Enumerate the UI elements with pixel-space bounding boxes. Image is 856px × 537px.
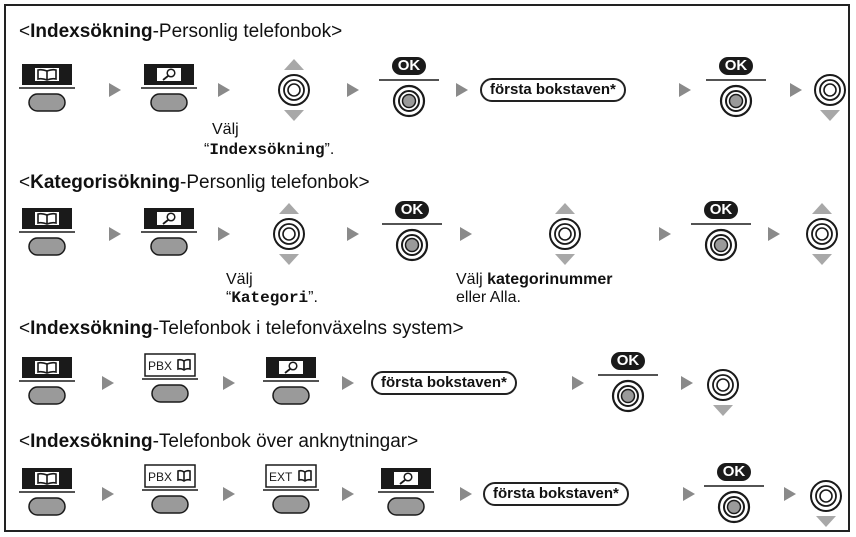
arrow-right-icon bbox=[784, 487, 796, 501]
pbx-phonebook-key-icon[interactable] bbox=[141, 352, 199, 410]
arrow-right-icon bbox=[572, 376, 584, 390]
section-heading-index-extensions: <Indexsökning-Telefonbok över anknytning… bbox=[19, 431, 419, 452]
arrow-right-icon bbox=[681, 376, 693, 390]
first-letter-badge: första bokstaven* bbox=[371, 371, 517, 395]
phonebook-key-icon[interactable] bbox=[18, 465, 76, 523]
arrow-right-icon bbox=[460, 487, 472, 501]
navigator-down-icon[interactable] bbox=[706, 353, 740, 417]
navigator-updown-icon[interactable] bbox=[548, 202, 582, 266]
arrow-right-icon bbox=[768, 227, 780, 241]
instruction-indexsokning: “Indexsökning”. bbox=[204, 141, 335, 159]
arrow-right-icon bbox=[102, 376, 114, 390]
search-key-icon[interactable] bbox=[140, 61, 198, 119]
instruction-or-all: eller Alla. bbox=[456, 289, 521, 306]
search-key-icon[interactable] bbox=[262, 354, 320, 412]
first-letter-badge: första bokstaven* bbox=[480, 78, 626, 102]
first-letter-badge: första bokstaven* bbox=[483, 482, 629, 506]
ok-key-label: OK bbox=[709, 201, 733, 218]
ok-key-label: OK bbox=[397, 57, 421, 74]
arrow-right-icon bbox=[223, 376, 235, 390]
arrow-right-icon bbox=[790, 83, 802, 97]
navigator-updown-icon[interactable] bbox=[272, 202, 306, 266]
ok-key-label: OK bbox=[722, 463, 746, 480]
ok-key-label: OK bbox=[616, 352, 640, 369]
navigator-down-icon[interactable] bbox=[813, 58, 847, 122]
arrow-right-icon bbox=[218, 83, 230, 97]
arrow-right-icon bbox=[102, 487, 114, 501]
instruction-frame bbox=[4, 4, 850, 532]
arrow-right-icon bbox=[218, 227, 230, 241]
arrow-right-icon bbox=[456, 83, 468, 97]
phonebook-key-icon[interactable] bbox=[18, 354, 76, 412]
ok-key-label: OK bbox=[724, 57, 748, 74]
instruction-select: Välj bbox=[226, 271, 253, 288]
pbx-phonebook-key-icon[interactable] bbox=[141, 463, 199, 521]
navigator-updown-icon[interactable] bbox=[805, 202, 839, 266]
arrow-right-icon bbox=[223, 487, 235, 501]
section-heading-category-personal: <Kategorisökning-Personlig telefonbok> bbox=[19, 172, 370, 193]
section-heading-index-personal: <Indexsökning-Personlig telefonbok> bbox=[19, 21, 343, 42]
instruction-kategori: “Kategori”. bbox=[226, 289, 318, 307]
section-heading-index-pbx: <Indexsökning-Telefonbok i telefonväxeln… bbox=[19, 318, 464, 339]
arrow-right-icon bbox=[342, 487, 354, 501]
navigator-down-icon[interactable] bbox=[809, 464, 843, 528]
arrow-right-icon bbox=[347, 227, 359, 241]
arrow-right-icon bbox=[347, 83, 359, 97]
arrow-right-icon bbox=[679, 83, 691, 97]
arrow-right-icon bbox=[109, 83, 121, 97]
search-key-icon[interactable] bbox=[377, 465, 435, 523]
arrow-right-icon bbox=[683, 487, 695, 501]
phonebook-key-icon[interactable] bbox=[18, 205, 76, 263]
navigator-updown-icon[interactable] bbox=[277, 58, 311, 122]
arrow-right-icon bbox=[342, 376, 354, 390]
instruction-select-category-number: Välj kategorinummer bbox=[456, 271, 613, 288]
phonebook-key-icon[interactable] bbox=[18, 61, 76, 119]
arrow-right-icon bbox=[460, 227, 472, 241]
arrow-right-icon bbox=[109, 227, 121, 241]
ok-key-label: OK bbox=[400, 201, 424, 218]
arrow-right-icon bbox=[659, 227, 671, 241]
instruction-select: Välj bbox=[212, 121, 239, 138]
search-key-icon[interactable] bbox=[140, 205, 198, 263]
ext-phonebook-key-icon[interactable] bbox=[262, 463, 320, 521]
